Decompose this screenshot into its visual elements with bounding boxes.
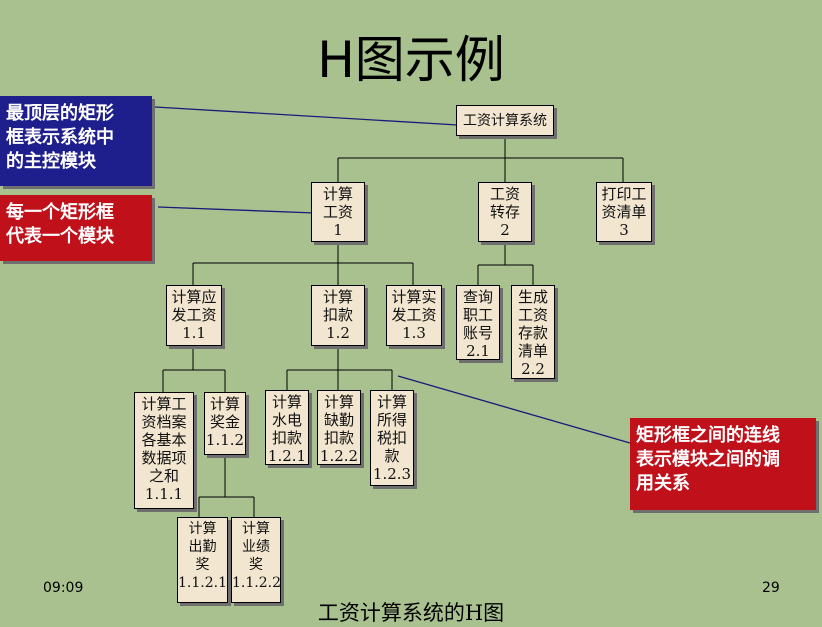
module-2: 工资 转存 2 [478,182,532,242]
module-1-2-3: 计算 所得 税扣 款 1.2.3 [370,390,414,486]
module-1-1-2: 计算 奖金 1.1.2 [204,392,246,455]
slide-page-number: 29 [762,580,780,596]
callout-connecting-lines: 矩形框之间的连线 表示模块之间的调 用关系 [630,418,816,510]
module-1-3: 计算实 发工资 1.3 [386,285,442,346]
module-1-2: 计算 扣款 1.2 [311,285,365,346]
module-1-1-2-2: 计算 业绩 奖 1.1.2.2 [231,517,281,603]
callout-top-module: 最顶层的矩形 框表示系统中 的主控模块 [0,96,152,186]
module-1-1-1: 计算工 资档案 各基本 数据项 之和 1.1.1 [134,392,194,509]
diagram-caption: 工资计算系统的H图 [317,601,505,625]
slide-title: H图示例 [317,31,505,89]
module-1-2-1: 计算 水电 扣款 1.2.1 [265,390,309,465]
module-1-2-2: 计算 缺勤 扣款 1.2.2 [317,390,361,465]
module-3: 打印工 资清单 3 [596,182,652,242]
module-2-1: 查询 职工 账号 2.1 [456,285,500,360]
callout-module-box: 每一个矩形框 代表一个模块 [0,195,152,261]
module-1-1-2-1: 计算 出勤 奖 1.1.2.1 [177,517,228,603]
module-1-1: 计算应 发工资 1.1 [166,285,222,346]
module-1: 计算 工资 1 [311,182,365,242]
module-root: 工资计算系统 [456,105,554,136]
module-2-2: 生成 工资 存款 清单 2.2 [511,285,555,379]
slide-time: 09:09 [43,580,84,596]
